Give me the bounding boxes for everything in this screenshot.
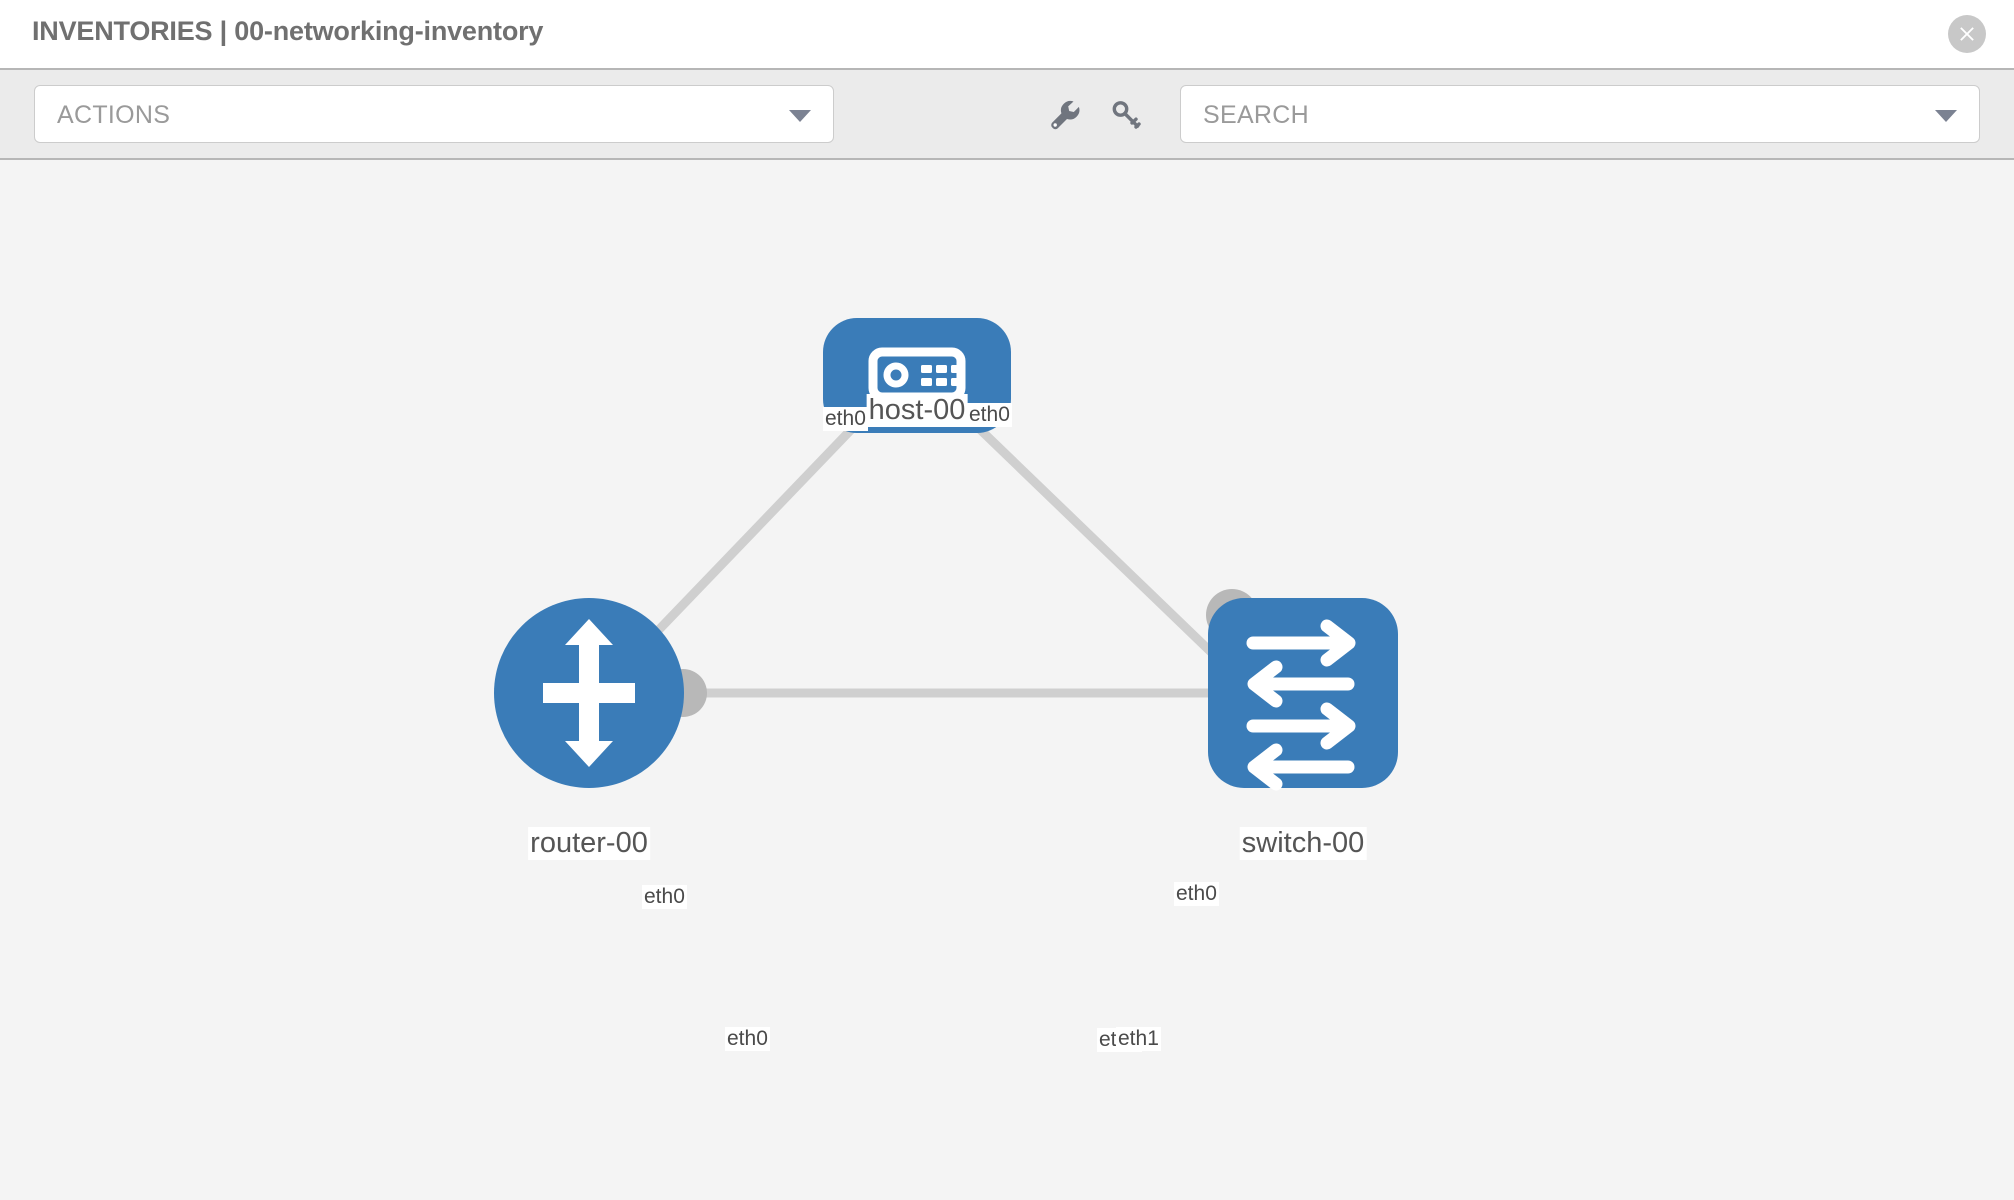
page-header: INVENTORIES | 00-networking-inventory: [0, 0, 2014, 68]
iface-label-router-eth0-up: eth0: [642, 885, 687, 909]
node-switch-00[interactable]: [1208, 598, 1398, 791]
iface-label-router-eth0: eth0: [725, 1027, 770, 1051]
close-icon[interactable]: [1948, 15, 1986, 53]
topology-graph: [494, 318, 1398, 791]
search-placeholder: SEARCH: [1203, 101, 1309, 129]
search-input[interactable]: SEARCH: [1180, 85, 1980, 143]
wrench-icon[interactable]: [1043, 94, 1085, 136]
link-host-router: [620, 381, 898, 670]
actions-dropdown-label: ACTIONS: [57, 101, 171, 129]
iface-label-switch-eth0-up: eth0: [1174, 882, 1219, 906]
node-label-router-00: router-00: [528, 827, 650, 860]
key-icon[interactable]: [1105, 94, 1147, 136]
page-title: INVENTORIES | 00-networking-inventory: [32, 16, 544, 46]
chevron-down-icon: [1935, 110, 1957, 122]
iface-label-host-eth0-left: eth0: [823, 407, 868, 431]
node-label-host-00: host-00: [866, 394, 968, 427]
link-host-switch: [930, 381, 1245, 685]
node-router-00[interactable]: [494, 598, 684, 788]
actions-dropdown[interactable]: ACTIONS: [34, 85, 834, 143]
iface-label-switch-eth1: eth1: [1116, 1027, 1161, 1051]
chevron-down-icon: [789, 110, 811, 122]
topology-canvas[interactable]: host-00 router-00 switch-00 eth0 eth0 et…: [0, 160, 2014, 1200]
node-label-switch-00: switch-00: [1239, 827, 1367, 860]
toolbar: ACTIONS SEARCH: [0, 68, 2014, 160]
iface-label-host-eth0-right: eth0: [967, 403, 1012, 427]
